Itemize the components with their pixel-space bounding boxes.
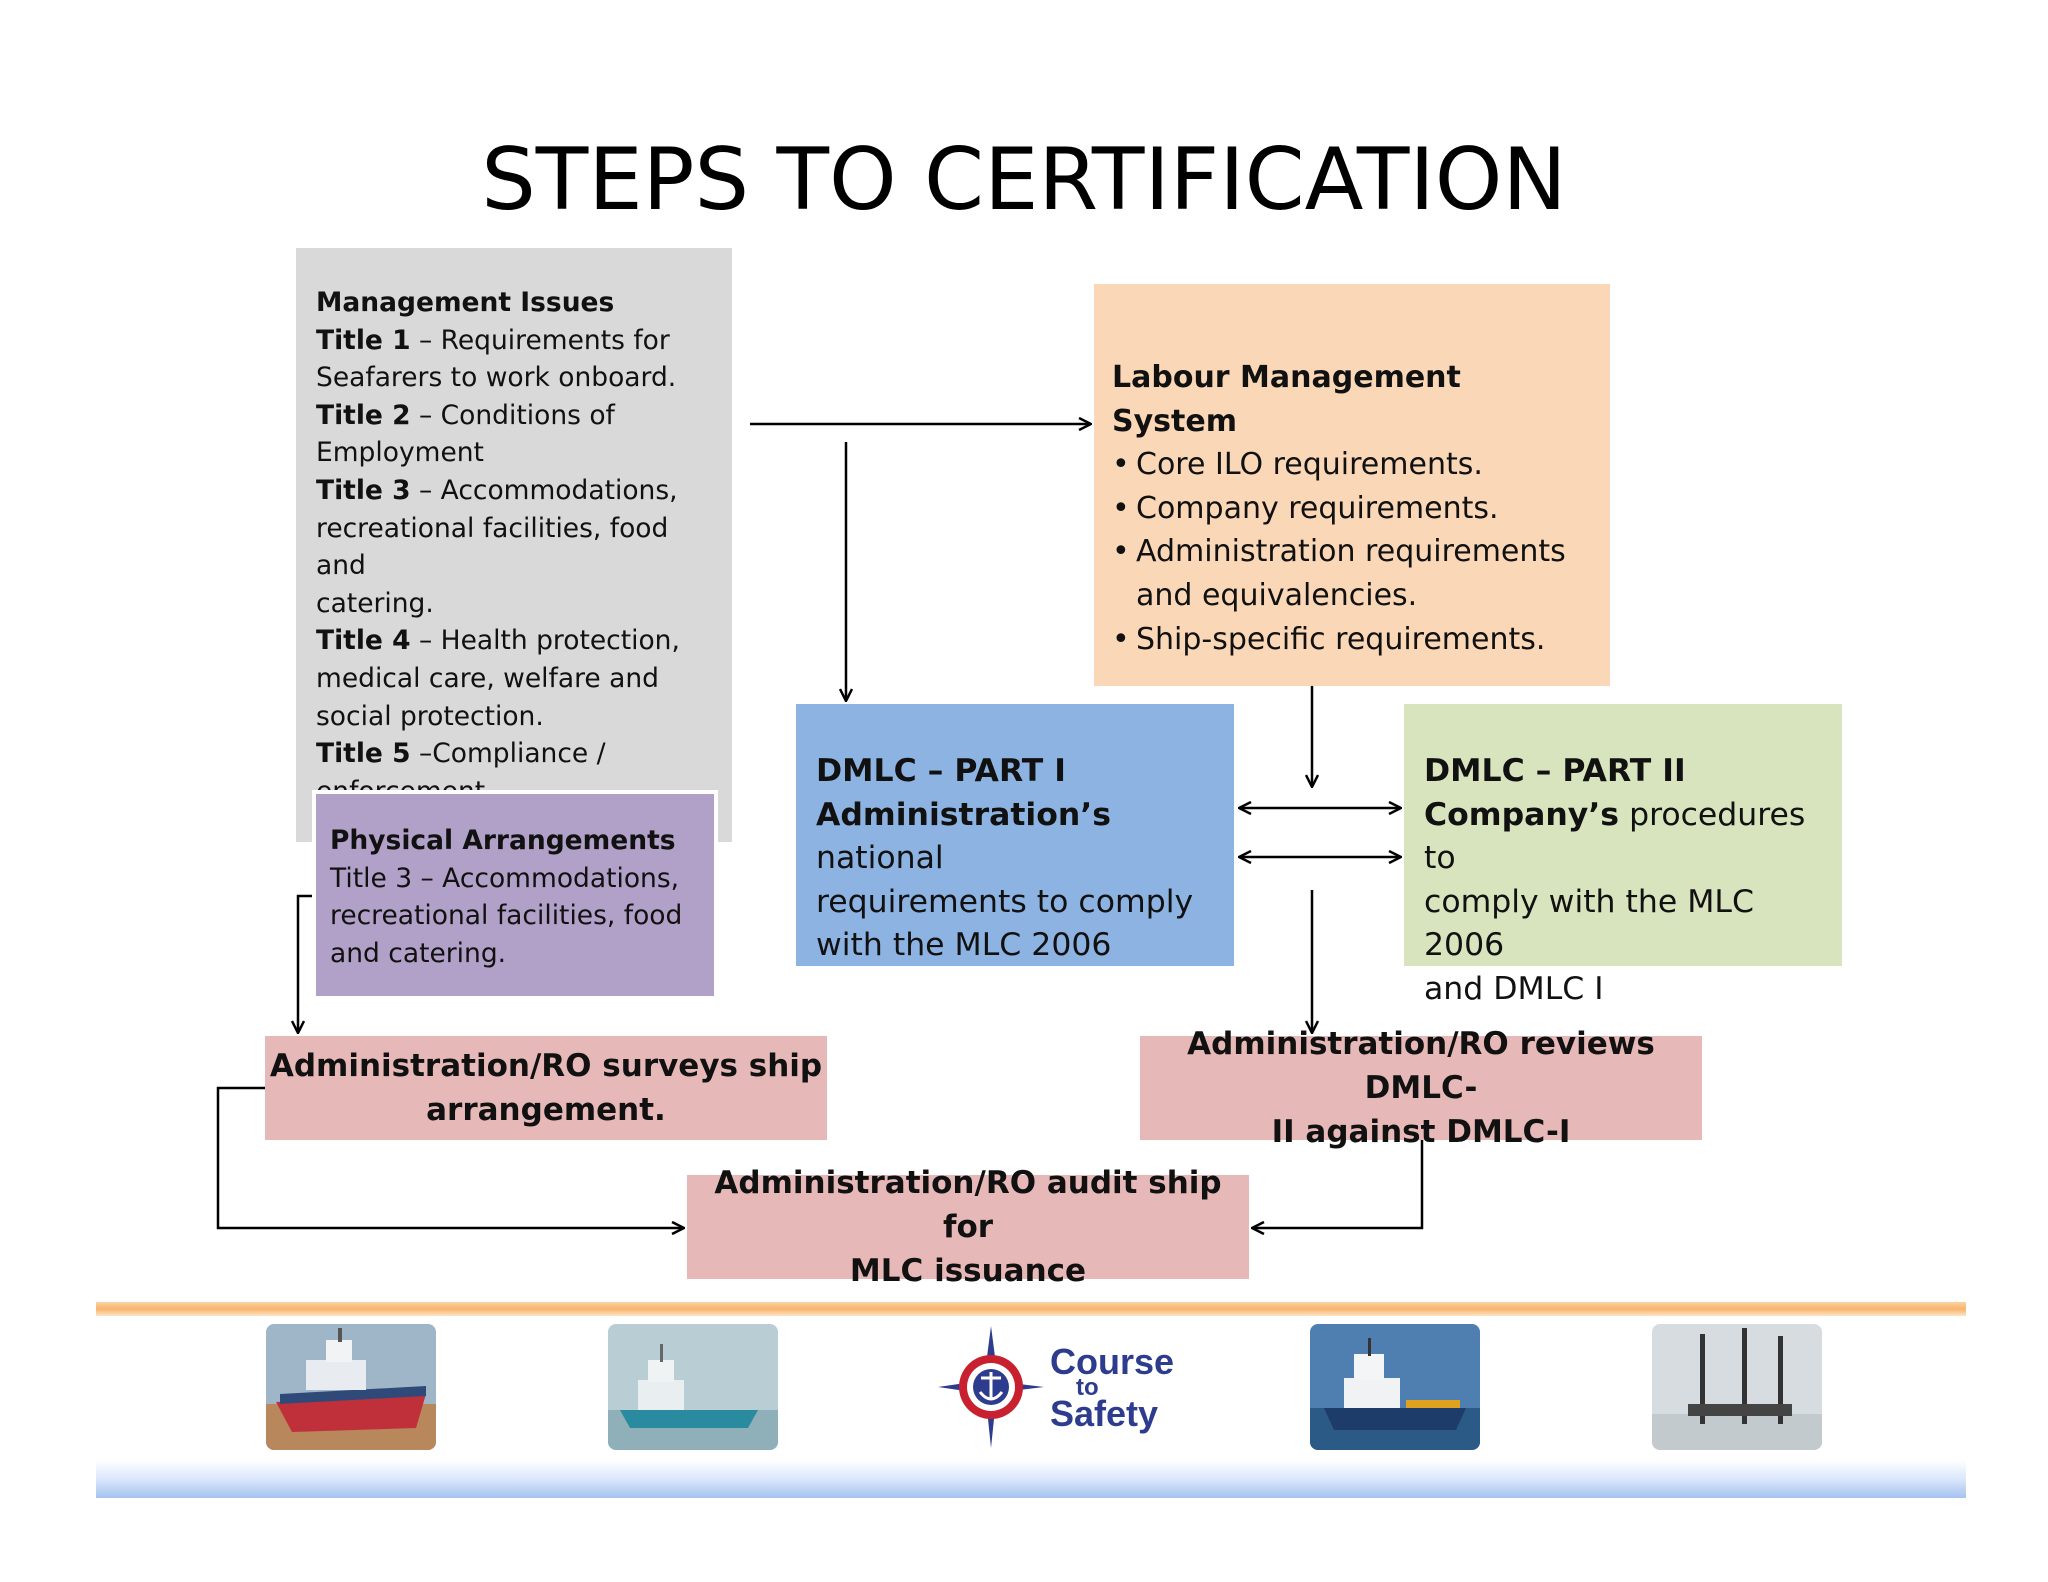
footer-banner: Course to Safety	[96, 1302, 1966, 1498]
dmlc-part-1-line: requirements to comply	[816, 883, 1194, 920]
title-2-desc: Employment	[316, 437, 484, 469]
bullet-icon: •	[1112, 621, 1130, 657]
dmlc-part-2-box: DMLC – PART II Company’s procedures to c…	[1404, 704, 1842, 1007]
ship-drydock-image	[266, 1324, 436, 1450]
arrow-review-to-audit	[1253, 1140, 1424, 1228]
dmlc-part-2-line: comply with the MLC 2006	[1424, 883, 1754, 964]
bullet-icon: •	[1112, 534, 1130, 570]
logo-word: Safety	[1050, 1393, 1159, 1434]
labour-management-system-box: Labour Management System •Core ILO requi…	[1094, 284, 1610, 686]
footer-orange-band	[96, 1302, 1966, 1316]
physical-line: recreational facilities, food	[330, 900, 683, 932]
lms-bullet: •Company requirements.	[1112, 487, 1592, 531]
course-to-safety-logo: Course to Safety	[936, 1322, 1196, 1452]
jackup-rig-image	[1652, 1324, 1822, 1450]
title-3-desc: recreational facilities, food and	[316, 512, 669, 582]
audit-step-line: MLC issuance	[849, 1253, 1087, 1289]
dmlc-part-1-heading: DMLC – PART I	[816, 753, 1066, 789]
survey-step-line: Administration/RO surveys ship	[269, 1048, 823, 1084]
dmlc-part-2-heading: DMLC – PART II	[1424, 753, 1686, 789]
offshore-vessel-image	[1310, 1324, 1480, 1450]
physical-line: Title 3 – Accommodations,	[330, 862, 680, 894]
title-4-desc-2: social protection.	[316, 700, 544, 732]
title-1-desc: Seafarers to work onboard.	[316, 362, 677, 394]
lms-heading: Labour Management System	[1112, 360, 1461, 439]
dmlc-part-2-line: Company’s procedures to	[1424, 796, 1806, 877]
survey-step-line: arrangement.	[426, 1092, 666, 1128]
title-5-line: Title 5 –Compliance /	[316, 738, 606, 770]
lms-bullet: •Administration requirements	[1112, 530, 1592, 574]
lms-bullet-continuation: and equivalencies.	[1136, 577, 1418, 613]
compass-anchor-icon	[938, 1326, 1044, 1448]
lms-bullet: •Core ILO requirements.	[1112, 443, 1592, 487]
dmlc-part-1-line: with the MLC 2006	[816, 927, 1112, 964]
logo-word: Course	[1050, 1341, 1175, 1382]
survey-step-box: Administration/RO surveys ship arrangemen…	[265, 1036, 827, 1140]
physical-arrangements-box: Physical Arrangements Title 3 – Accommod…	[312, 790, 718, 1000]
title-2-line: Title 2 – Conditions of	[316, 399, 615, 431]
audit-step-line: Administration/RO audit ship for	[714, 1165, 1222, 1245]
lms-bullet: •Ship-specific requirements.	[1112, 618, 1592, 662]
bullet-icon: •	[1112, 447, 1130, 483]
title-3-desc-2: catering.	[316, 587, 434, 619]
physical-line: and catering.	[330, 937, 507, 969]
footer-blue-band	[96, 1460, 1966, 1498]
physical-heading: Physical Arrangements	[330, 825, 676, 856]
title-4-line: Title 4 – Health protection,	[316, 625, 680, 657]
title-1-line: Title 1 – Requirements for	[316, 324, 670, 356]
review-step-box: Administration/RO reviews DMLC-II agains…	[1140, 1026, 1702, 1150]
title-4-desc: medical care, welfare and	[316, 662, 659, 694]
supply-vessel-image	[608, 1324, 778, 1450]
slide-title: STEPS TO CERTIFICATION	[481, 130, 1567, 230]
management-issues-box: Management Issues Title 1 – Requirements…	[296, 248, 732, 842]
dmlc-part-2-line: and DMLC I	[1424, 970, 1604, 1007]
arrow-survey-to-audit	[216, 1086, 683, 1228]
title-3-line: Title 3 – Accommodations,	[316, 474, 678, 506]
bullet-icon: •	[1112, 490, 1130, 526]
arrow-physical-to-survey	[298, 894, 312, 1032]
dmlc-part-1-line: Administration’s national	[816, 796, 1112, 877]
logo-word: to	[1076, 1374, 1099, 1401]
dmlc-part-1-box: DMLC – PART I Administration’s national …	[796, 704, 1234, 966]
review-step-line: Administration/RO reviews DMLC-	[1187, 1026, 1655, 1106]
management-heading: Management Issues	[316, 287, 615, 318]
